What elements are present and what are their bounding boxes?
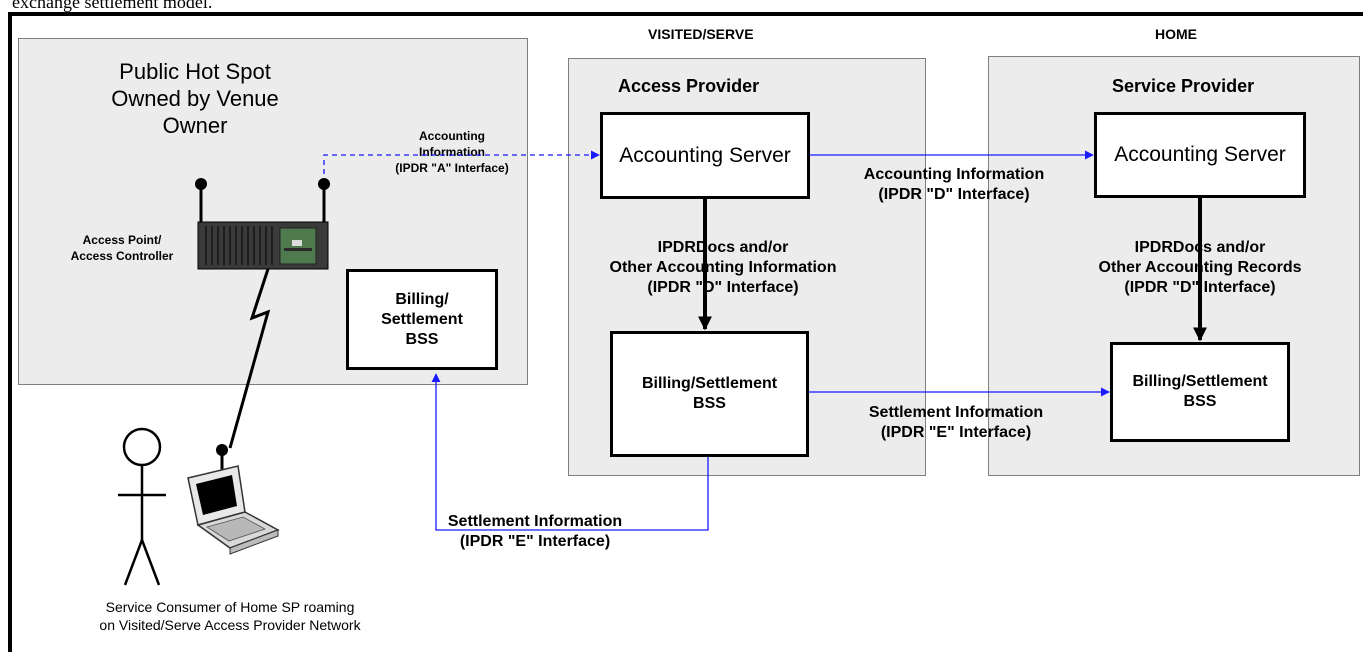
e-interface-bottom-arrow bbox=[431, 373, 709, 531]
service-provider-vertical-label: IPDRDocs and/or Other Accounting Records… bbox=[1098, 239, 1302, 296]
person-icon bbox=[118, 427, 166, 586]
home-header: HOME bbox=[1155, 26, 1197, 42]
e-interface-bottom-label: Settlement Information (IPDR "E" Interfa… bbox=[415, 512, 655, 552]
access-provider-vertical-label: IPDRDocs and/or Other Accounting Informa… bbox=[609, 239, 837, 296]
access-provider-accounting-server: Accounting Server bbox=[600, 112, 810, 199]
access-point-label: Access Point/ Access Controller bbox=[70, 233, 174, 263]
a-interface-label: Accounting Information (IPDR "A" Interfa… bbox=[395, 129, 509, 175]
visited-header: VISITED/SERVE bbox=[648, 26, 754, 42]
service-provider-title: Service Provider bbox=[1112, 76, 1255, 96]
e-interface-right-label: Settlement Information (IPDR "E" Interfa… bbox=[868, 404, 1044, 441]
hotspot-title: Public Hot Spot Owned by Venue Owner bbox=[111, 59, 279, 138]
access-provider-billing-box: Billing/Settlement BSS bbox=[610, 331, 809, 457]
figure-frame bbox=[8, 12, 1363, 652]
access-point-device bbox=[195, 178, 330, 270]
d-interface-label: Accounting Information (IPDR "D" Interfa… bbox=[863, 166, 1045, 203]
figure-caption: exchange settlement model. bbox=[12, 0, 213, 12]
lightning-bolt-icon bbox=[228, 268, 271, 449]
laptop-icon bbox=[187, 444, 280, 555]
access-provider-title: Access Provider bbox=[618, 76, 760, 96]
a-interface-arrow bbox=[323, 150, 600, 183]
service-provider-billing-box: Billing/Settlement BSS bbox=[1110, 342, 1290, 442]
hotspot-billing-box: Billing/ Settlement BSS bbox=[346, 269, 498, 370]
service-consumer-label: Service Consumer of Home SP roaming on V… bbox=[99, 599, 361, 633]
service-provider-accounting-server: Accounting Server bbox=[1094, 112, 1306, 198]
